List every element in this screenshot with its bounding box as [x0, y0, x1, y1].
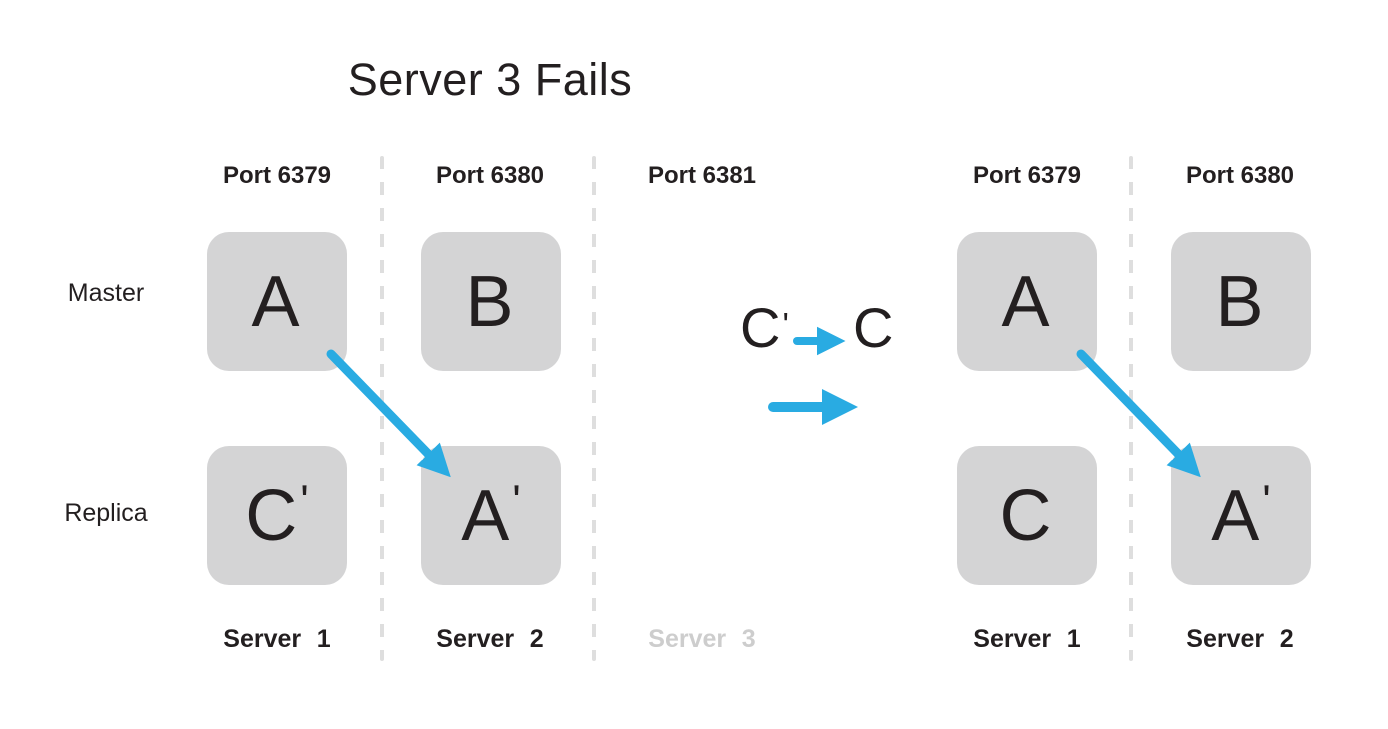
transition-from-letter: C — [740, 296, 781, 359]
server-label-after-1: Server 1 — [973, 625, 1081, 653]
prime-mark: ' — [300, 476, 309, 526]
node-letter: A — [1001, 261, 1050, 342]
node-after-replica-c: C — [957, 446, 1097, 585]
port-label-before-6381: Port 6381 — [647, 162, 757, 189]
node-before-replica-a-prime: A' — [421, 446, 561, 585]
server-label-before-2: Server 2 — [436, 625, 544, 653]
node-letter: B — [465, 261, 514, 342]
node-before-replica-c-prime: C' — [207, 446, 347, 585]
node-after-master-b: B — [1171, 232, 1311, 371]
server-label-after-2: Server 2 — [1186, 625, 1294, 653]
prime-mark: ' — [782, 307, 789, 345]
port-label-after-6379: Port 6379 — [972, 162, 1082, 189]
transition-to-label: C — [853, 296, 894, 359]
transition-from-label: C' — [740, 300, 789, 356]
node-after-replica-a-prime: A' — [1171, 446, 1311, 585]
node-before-master-a: A — [207, 232, 347, 371]
server-label-before-1: Server 1 — [223, 625, 331, 653]
prime-mark: ' — [1262, 476, 1271, 526]
replication-arrow-after-icon — [1076, 349, 1201, 478]
node-letter: C — [245, 475, 298, 556]
replication-arrow-before-icon — [326, 349, 451, 478]
port-label-after-6380: Port 6380 — [1185, 162, 1295, 189]
port-label-before-6380: Port 6380 — [435, 162, 545, 189]
divider-after-1 — [1129, 156, 1133, 661]
prime-mark: ' — [512, 476, 521, 526]
node-before-master-b: B — [421, 232, 561, 371]
node-letter: C — [999, 475, 1052, 556]
port-label-before-6379: Port 6379 — [222, 162, 332, 189]
row-label-replica: Replica — [64, 499, 148, 527]
node-after-master-a: A — [957, 232, 1097, 371]
node-letter: B — [1215, 261, 1264, 342]
server-label-before-3-failed: Server 3 — [648, 625, 756, 653]
page-title: Server 3 Fails — [347, 54, 633, 105]
divider-before-1 — [380, 156, 384, 661]
node-letter: A — [251, 261, 300, 342]
row-label-master: Master — [67, 279, 145, 307]
node-letter: A — [1211, 475, 1260, 556]
node-letter: A — [461, 475, 510, 556]
divider-before-2 — [592, 156, 596, 661]
